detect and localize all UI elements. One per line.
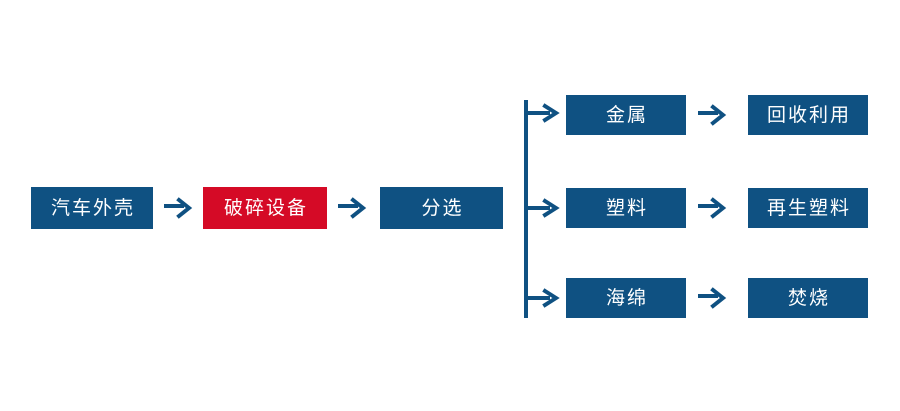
arrow-metal-to-recycling: [698, 104, 727, 126]
node-plastic[interactable]: 塑料: [566, 188, 686, 228]
node-incineration[interactable]: 焚烧: [748, 278, 868, 318]
node-label: 汽车外壳: [50, 197, 135, 219]
node-recycling-reuse[interactable]: 回收利用: [748, 95, 868, 135]
node-sponge[interactable]: 海绵: [566, 278, 686, 318]
node-label: 再生塑料: [766, 197, 851, 219]
branch-arrow-plastic: [524, 198, 560, 218]
node-label: 海绵: [605, 287, 648, 309]
node-sorting[interactable]: 分选: [380, 187, 503, 229]
node-metal[interactable]: 金属: [566, 95, 686, 135]
arrow-sponge-to-incineration: [698, 287, 727, 309]
node-label: 回收利用: [766, 104, 851, 126]
branch-arrow-sponge: [524, 288, 560, 308]
node-label: 金属: [605, 104, 648, 126]
node-recycled-plastic[interactable]: 再生塑料: [748, 188, 868, 228]
node-label: 破碎设备: [223, 197, 308, 219]
node-label: 塑料: [605, 197, 648, 219]
arrow-shell-to-shredder: [164, 197, 193, 219]
node-label: 焚烧: [787, 287, 830, 309]
node-label: 分选: [421, 197, 464, 219]
arrow-shredder-to-sorting: [338, 197, 367, 219]
branch-arrow-metal: [524, 103, 560, 123]
arrow-plastic-to-recycled-plastic: [698, 197, 727, 219]
node-shredding-equipment[interactable]: 破碎设备: [203, 187, 327, 229]
node-car-shell[interactable]: 汽车外壳: [31, 187, 153, 229]
